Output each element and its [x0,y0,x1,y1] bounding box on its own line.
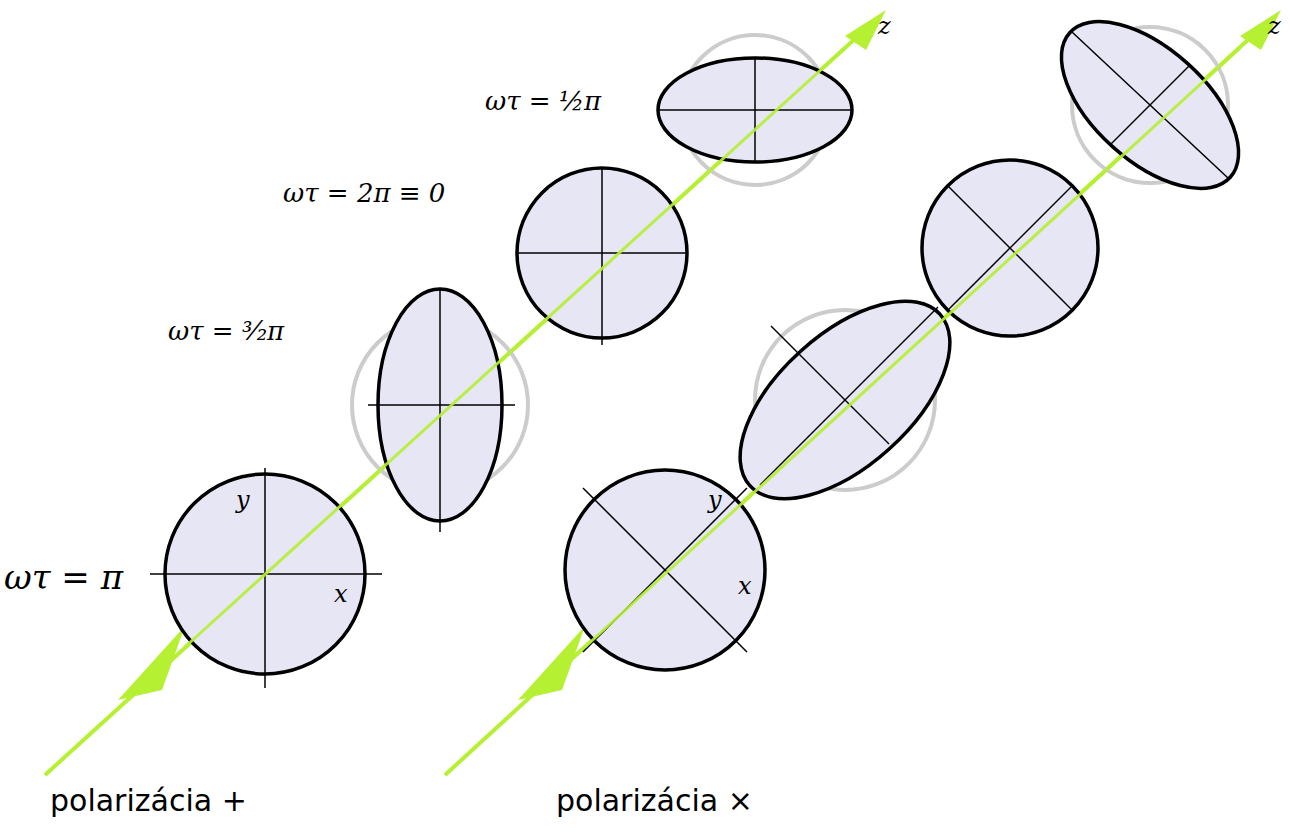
z-axis [45,27,868,775]
axis-label: z [1268,14,1281,38]
caption-label: polarizácia × [556,786,753,816]
crosshair [754,58,756,162]
phase-label: ωτ = 2π ≡ 0 [283,180,445,206]
crosshair [264,468,266,688]
ring [658,58,852,162]
crosshair [1072,32,1228,178]
axis-arrowhead [1240,10,1281,50]
crosshair [439,290,441,532]
axis-label: y [708,488,722,512]
crosshair [368,404,515,406]
crosshair [948,186,1072,310]
plus-polarization [45,10,886,775]
axis-arrowhead [118,626,185,700]
axis-label: z [878,14,891,38]
crosshair [601,168,603,345]
phase-label: ωτ = π [4,560,123,594]
crosshair [760,307,938,485]
z-axis [585,48,1240,647]
cross-polarization [445,0,1281,775]
phase-label: ωτ = ½π [485,88,601,114]
ring [565,470,765,670]
crosshair [948,186,1072,310]
axis-label: x [738,574,752,598]
z-axis [445,27,1262,775]
ring [922,160,1098,336]
axis-label: y [236,488,250,512]
axis-arrowhead [518,626,585,700]
caption-label: polarizácia + [50,786,247,816]
phase-label: ωτ = ³⁄₂π [168,318,284,344]
ring [1032,0,1267,219]
axis-label: x [334,582,348,606]
